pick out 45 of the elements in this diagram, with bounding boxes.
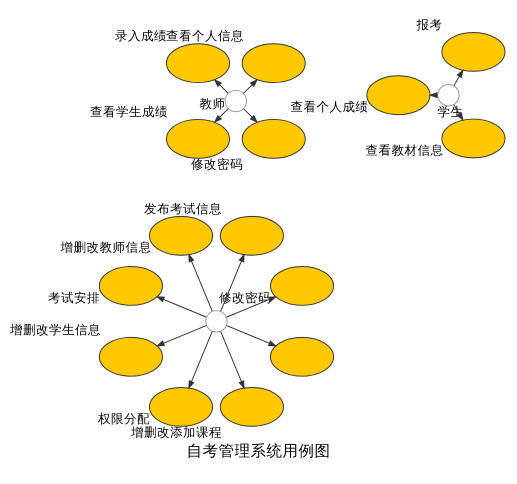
arrow [220,253,245,312]
node-label: 发布考试信息 [144,200,222,216]
node-ellipse [98,266,163,306]
node-ellipse [270,266,334,306]
arrow [214,108,229,124]
node-ellipse [166,118,230,159]
node-ellipse [242,43,306,84]
node-ellipse [166,43,230,84]
node-label: 查看个人成绩 [290,99,369,114]
node-label: 增删改教师信息 [60,240,152,255]
node-label: 查看学生成绩 [90,104,168,119]
node-label: 查看教材信息 [366,142,444,158]
arrow [226,296,278,318]
arrow [156,325,207,346]
node-label: 修改密码 [190,156,243,172]
node-ellipse [242,118,306,159]
node-ellipse [148,386,214,427]
arrow [188,331,213,390]
node-ellipse [148,216,214,256]
node-ellipse [441,118,506,158]
node-label: 查看个人信息 [166,28,244,44]
arrow [214,78,229,94]
arrow [188,253,213,312]
arrow [156,296,207,318]
node-label: 报考 [416,16,442,32]
node-ellipse [98,336,163,377]
node-person [224,90,248,112]
arrow [454,69,464,86]
node-label: 增删改学生信息 [10,322,102,337]
node-label: 增删改添加课程 [131,424,222,440]
node-label: 教师 [200,96,226,112]
node-label: 权限分配 [98,410,150,426]
node-ellipse [366,75,430,116]
node-person [205,310,228,332]
node-ellipse [270,336,334,377]
node-label: 考试安排 [48,290,100,305]
node-ellipse [441,32,506,72]
caption: 自考管理系统用例图 [186,442,330,460]
arrow [243,108,258,124]
arrow [220,331,245,390]
arrow [226,325,278,346]
node-ellipse [220,216,284,256]
node-label: 录入成绩 [115,28,168,44]
arrow [243,78,258,94]
node-ellipse [220,386,284,427]
